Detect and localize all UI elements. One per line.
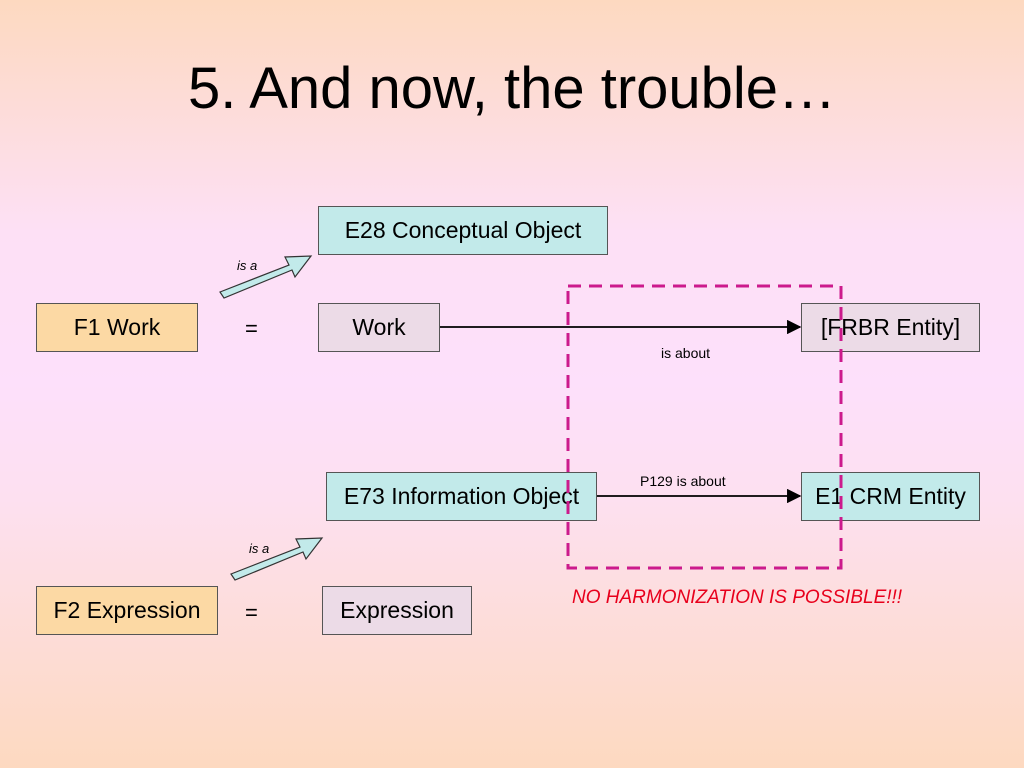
equals-sign-top: = bbox=[245, 316, 258, 341]
f2-expression-box: F2 Expression bbox=[36, 586, 218, 635]
f1-work-box: F1 Work bbox=[36, 303, 198, 352]
slide-title: 5. And now, the trouble… bbox=[187, 56, 837, 121]
e73-information-object-box: E73 Information Object bbox=[326, 472, 597, 521]
no-harmonization-warning: NO HARMONIZATION IS POSSIBLE!!! bbox=[572, 587, 903, 608]
e28-conceptual-object-box: E28 Conceptual Object bbox=[318, 206, 608, 255]
expression-box: Expression bbox=[322, 586, 472, 635]
frbr-entity-box: [FRBR Entity] bbox=[801, 303, 980, 352]
is-a-block-arrow-bottom bbox=[230, 537, 324, 581]
is-a-label-top: is a bbox=[237, 258, 258, 273]
is-about-label: is about bbox=[661, 345, 711, 361]
is-a-label-bottom: is a bbox=[249, 541, 270, 556]
work-box: Work bbox=[318, 303, 440, 352]
conflict-highlight-box bbox=[566, 284, 843, 570]
is-a-block-arrow-top bbox=[219, 255, 313, 299]
p129-is-about-label: P129 is about bbox=[640, 473, 726, 489]
equals-sign-bottom: = bbox=[245, 600, 258, 625]
